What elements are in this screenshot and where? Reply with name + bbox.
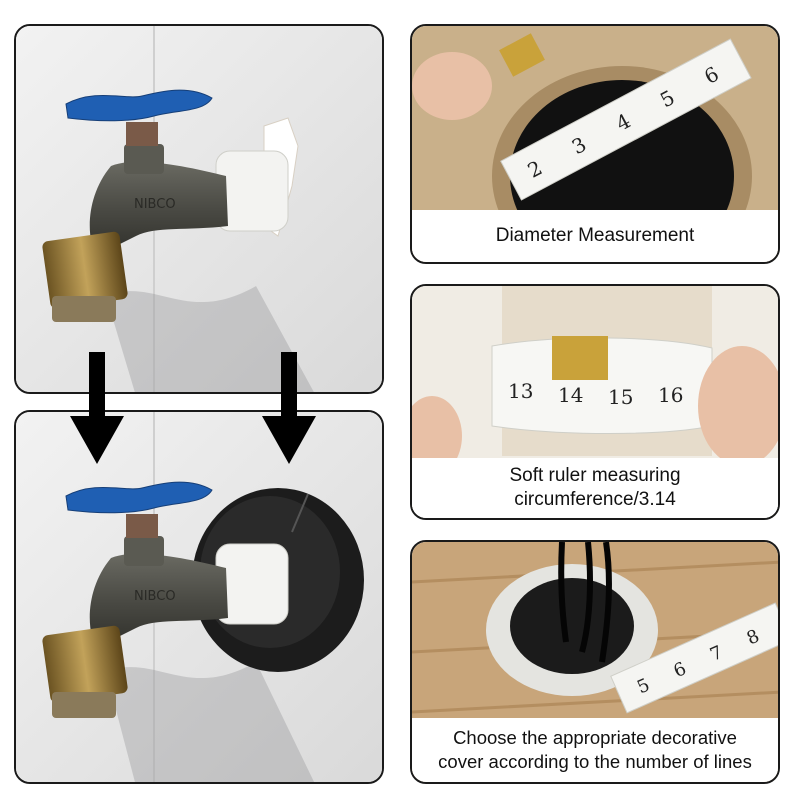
ruler-mark: 13 bbox=[508, 379, 533, 403]
faucet-brand-text: NIBCO bbox=[134, 197, 176, 212]
faucet-brand-text-after: NIBCO bbox=[134, 589, 176, 604]
cover-caption-line2: cover according to the number of lines bbox=[438, 751, 752, 772]
faucet-before-panel: NIBCO bbox=[14, 24, 384, 394]
ruler-mark: 16 bbox=[658, 383, 683, 407]
cover-panel: 5 6 7 8 Choose the appropriate decorativ… bbox=[410, 540, 780, 784]
faucet-after-panel: NIBCO bbox=[14, 410, 384, 784]
circumference-caption: Soft ruler measuring circumference/3.14 bbox=[412, 458, 778, 518]
circumference-caption-line1: Soft ruler measuring bbox=[509, 465, 681, 486]
circumference-panel: 13 14 15 16 Soft ruler measuring circumf… bbox=[410, 284, 780, 520]
faucet-before-photo: NIBCO bbox=[16, 26, 382, 392]
cover-caption-line1: Choose the appropriate decorative bbox=[453, 727, 737, 748]
diameter-panel: 2 3 4 5 6 Diameter Measurement bbox=[410, 24, 780, 264]
ruler-mark: 15 bbox=[608, 385, 633, 409]
down-arrow-icon bbox=[70, 352, 124, 464]
faucet-after-photo: NIBCO bbox=[16, 412, 382, 782]
cover-caption: Choose the appropriate decorative cover … bbox=[412, 718, 778, 782]
diameter-caption: Diameter Measurement bbox=[412, 210, 778, 262]
down-arrow-icon-right bbox=[262, 352, 316, 464]
circumference-caption-line2: circumference/3.14 bbox=[514, 489, 676, 510]
diameter-caption-text: Diameter Measurement bbox=[495, 225, 695, 246]
ruler-mark: 14 bbox=[558, 383, 583, 407]
